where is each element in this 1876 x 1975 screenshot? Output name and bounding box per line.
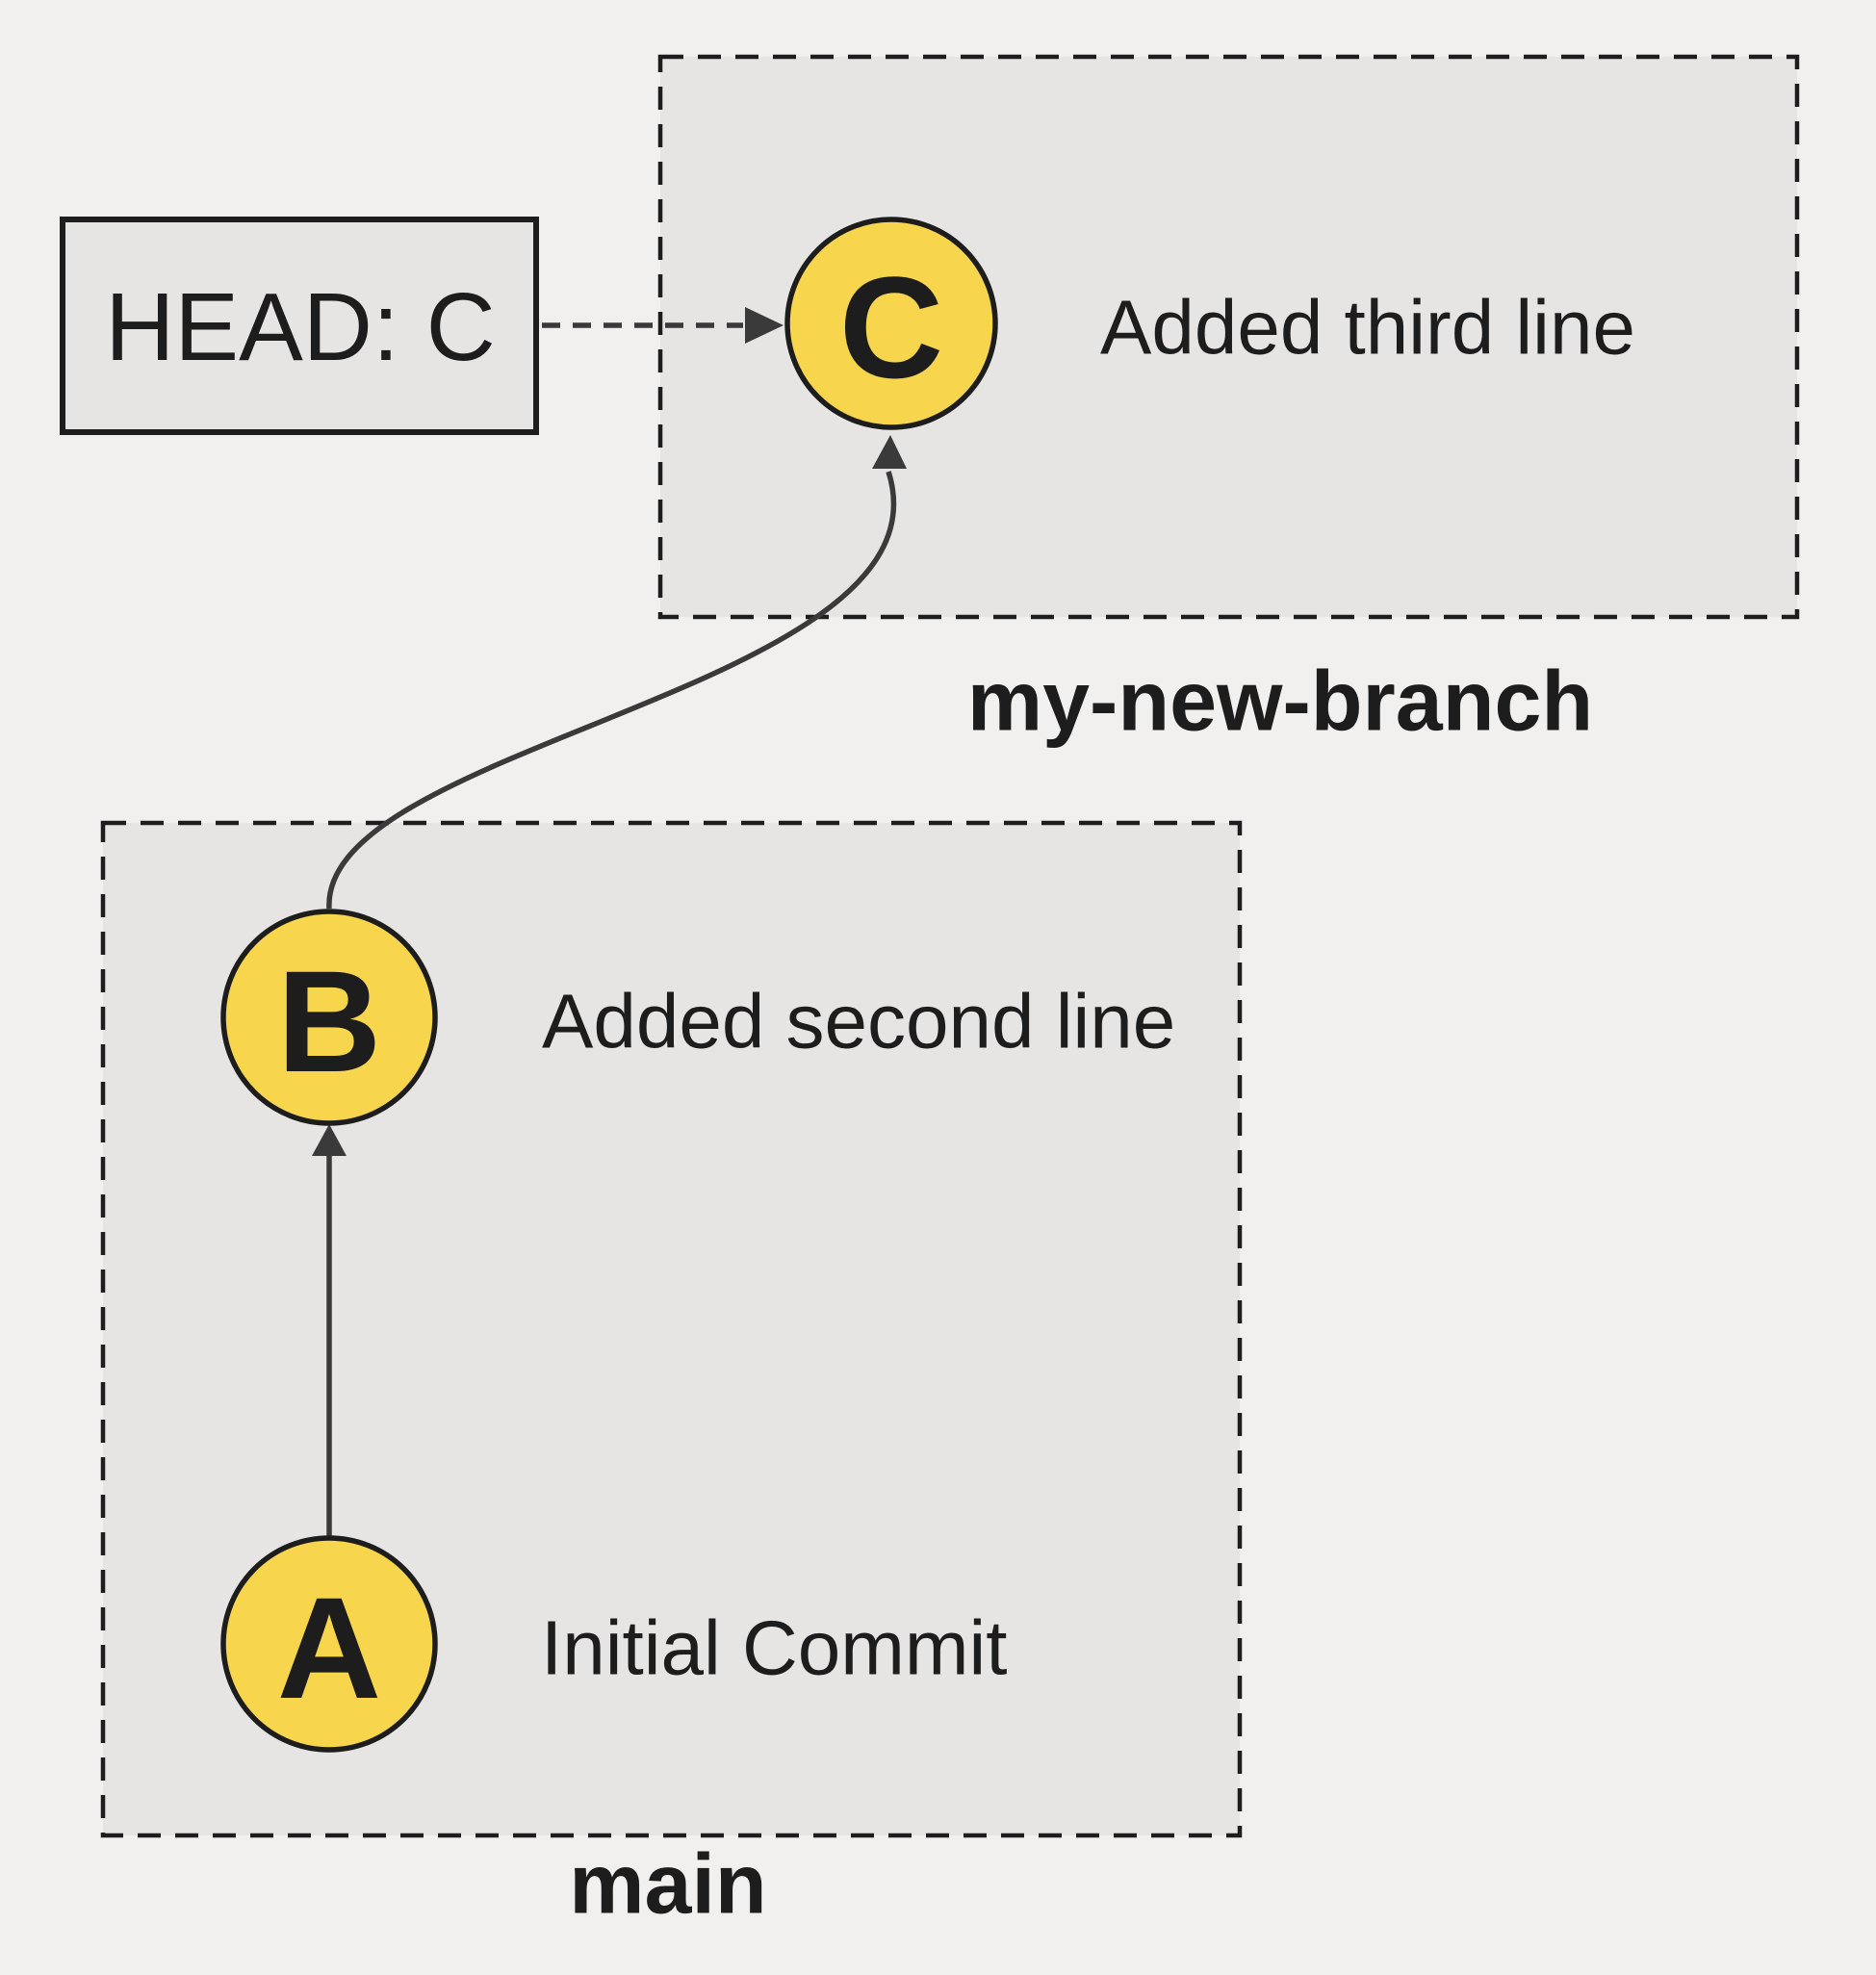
commit-message-b: Added second line <box>542 979 1175 1064</box>
arrow-a-to-b <box>312 1124 347 1537</box>
branch-label-main: main <box>569 1836 766 1932</box>
commit-node-b: B Added second line <box>220 909 1175 1126</box>
commit-circle-c <box>784 217 998 430</box>
commit-letter-a: A <box>277 1567 381 1729</box>
branch-label-my-new-branch: my-new-branch <box>967 654 1593 749</box>
commit-node-a: A Initial Commit <box>220 1535 1008 1753</box>
arrow-b-to-c-curve <box>326 471 897 910</box>
commit-node-c: C Added third line <box>784 217 1635 430</box>
arrow-b-to-c-arrowhead <box>872 435 907 469</box>
arrow-a-to-b-arrowhead <box>312 1124 347 1156</box>
arrow-b-to-c <box>326 435 907 910</box>
head-box <box>60 217 539 435</box>
commit-message-a: Initial Commit <box>541 1605 1008 1691</box>
commit-circle-b <box>220 909 438 1126</box>
commit-message-c: Added third line <box>1100 285 1635 371</box>
commit-circle-a <box>220 1535 438 1753</box>
commit-letter-c: C <box>839 246 943 408</box>
head-to-c-arrowhead <box>745 307 784 344</box>
head-to-c-arrow <box>542 307 784 344</box>
commit-letter-b: B <box>277 940 381 1102</box>
head-label: HEAD: C <box>105 273 496 381</box>
